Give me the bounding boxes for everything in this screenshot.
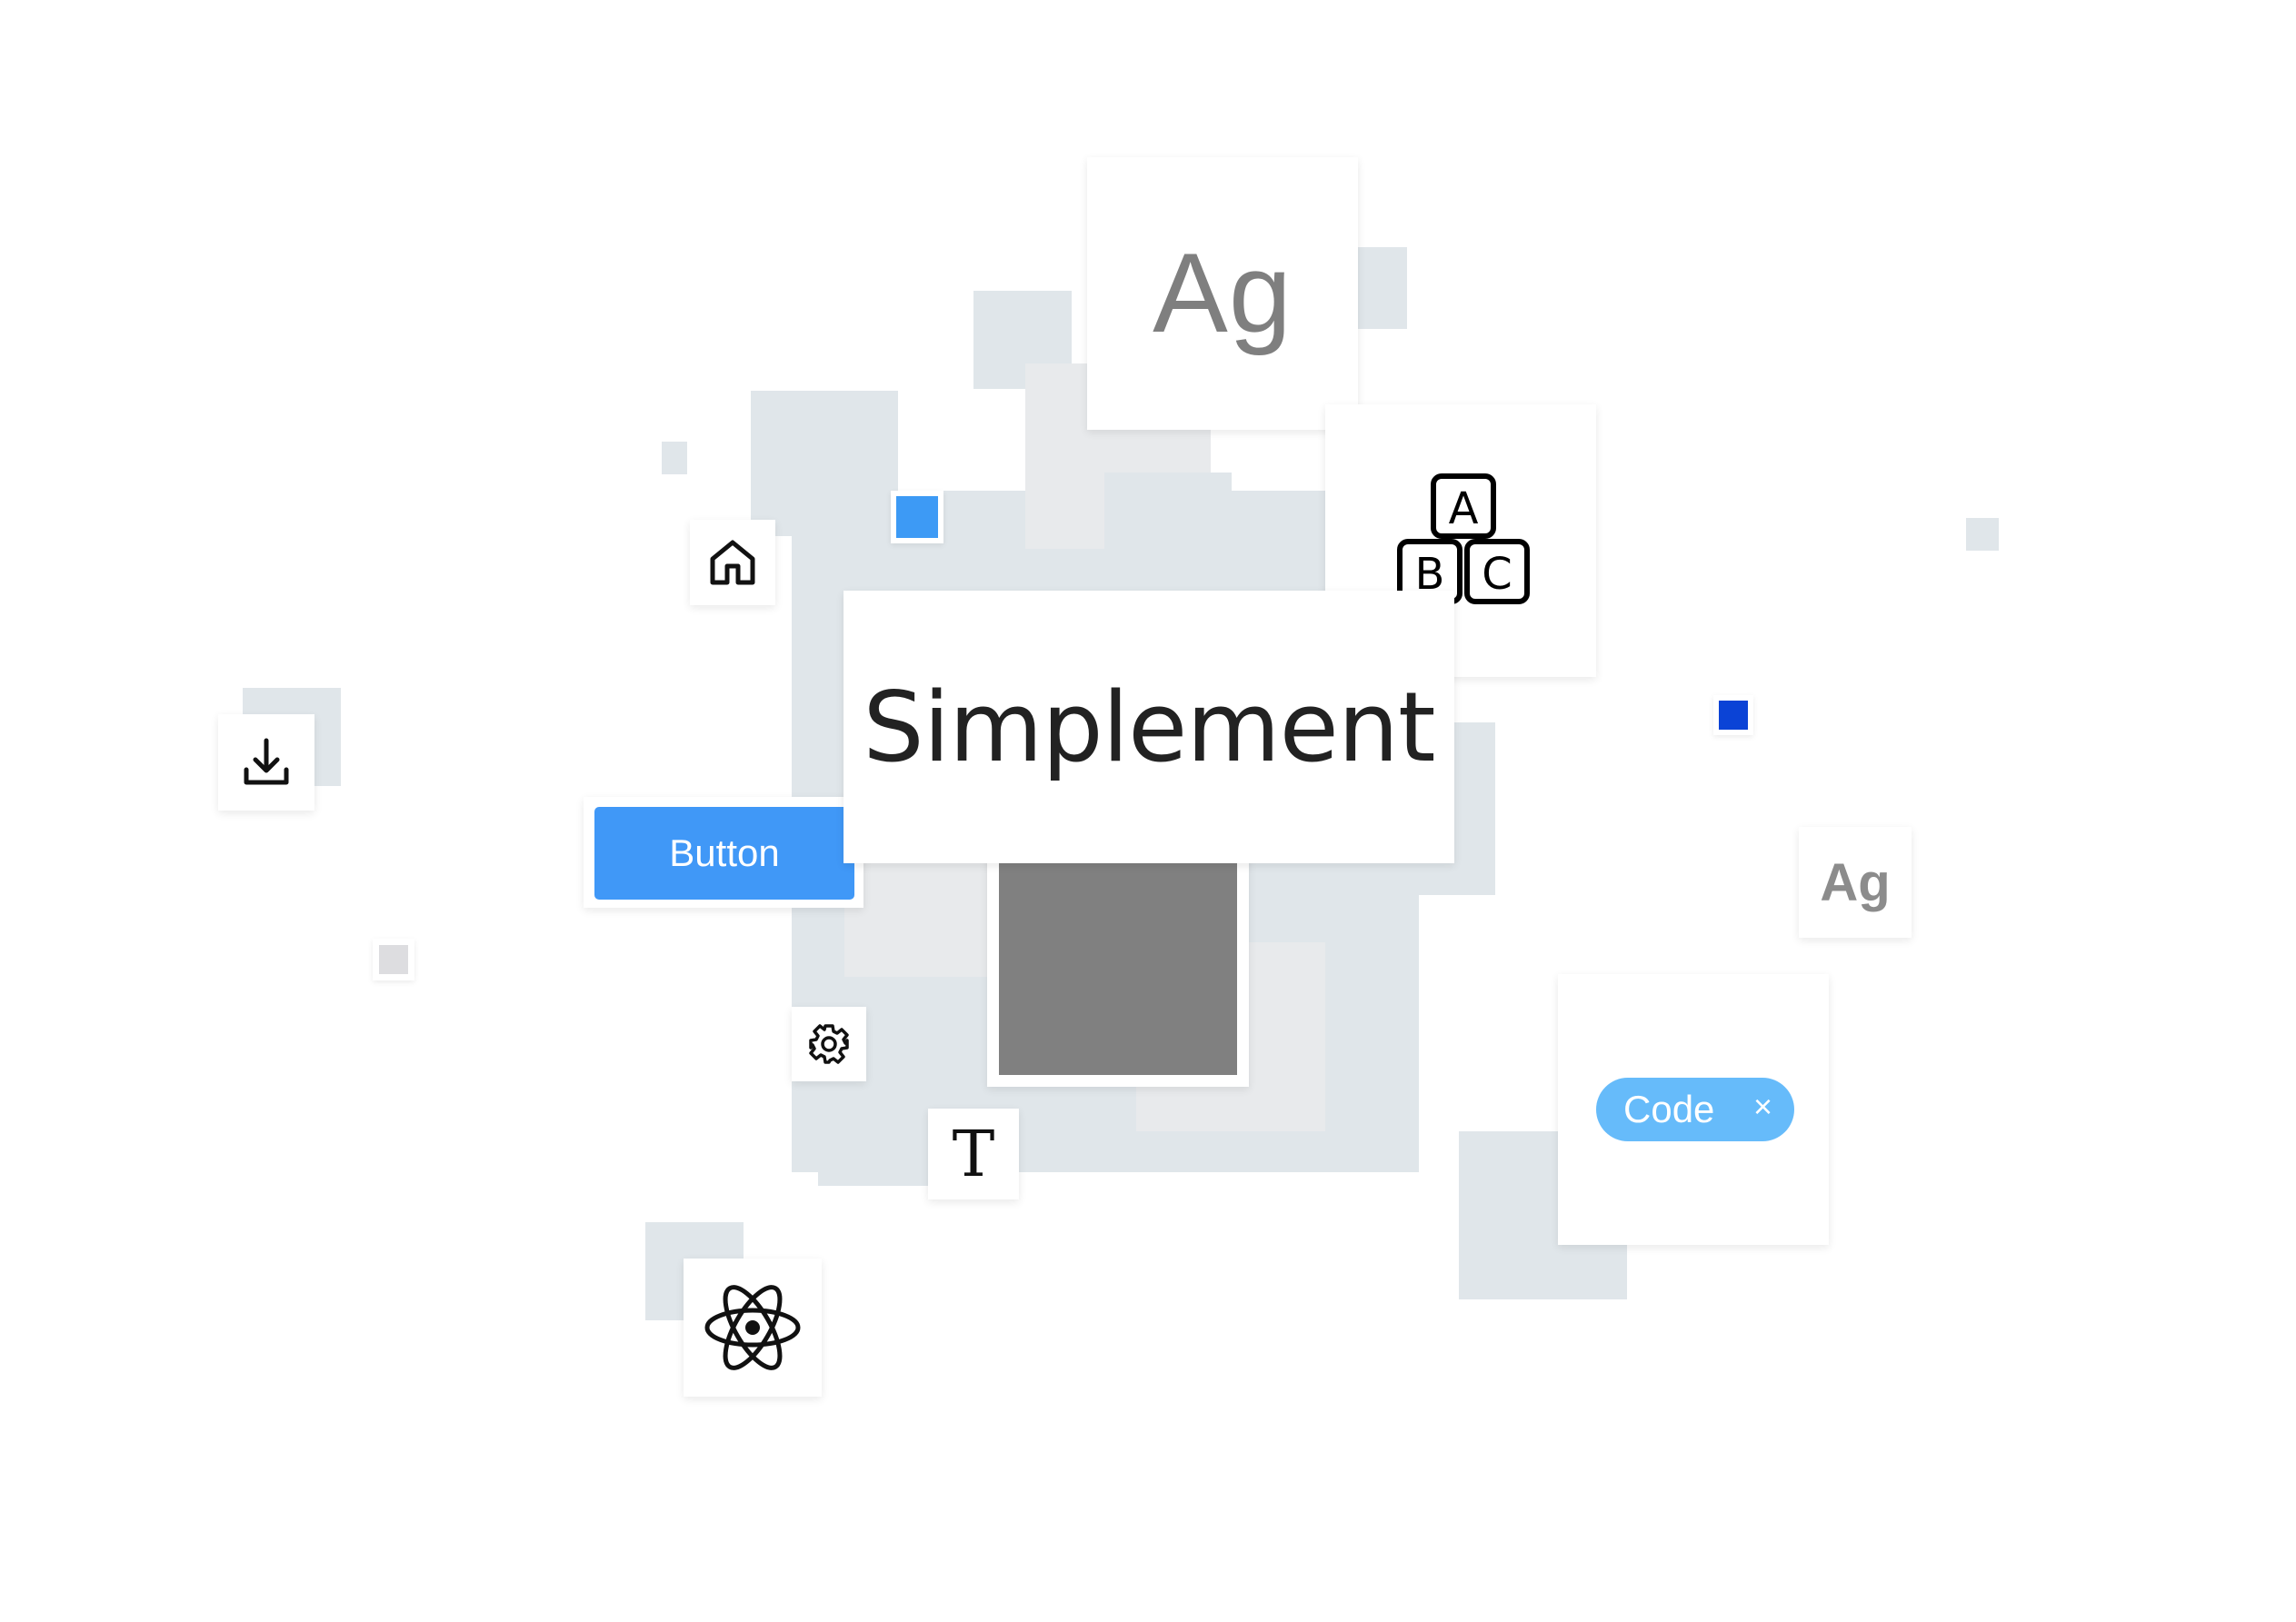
abc-blocks-icon: A B C	[1396, 473, 1532, 609]
atom-card	[684, 1259, 822, 1397]
typography-small-card: Ag	[1799, 827, 1912, 938]
blue-dot-frame	[891, 491, 943, 543]
sample-button[interactable]: Button	[594, 807, 854, 900]
text-icon: T	[952, 1117, 995, 1191]
chip-label: Code	[1623, 1088, 1715, 1130]
atom-icon	[703, 1278, 803, 1378]
text-card: T	[928, 1109, 1019, 1199]
settings-icon[interactable]	[807, 1022, 851, 1066]
title-text: Simplement	[863, 671, 1435, 783]
home-icon	[707, 537, 758, 588]
typography-card: Ag	[1087, 157, 1358, 430]
dark-blue-color-swatch	[1719, 701, 1748, 730]
code-chip[interactable]: Code ×	[1596, 1078, 1794, 1141]
dark-blue-dot-frame	[1713, 695, 1753, 735]
gray-dot-frame	[373, 939, 414, 980]
preview-card	[987, 845, 1249, 1087]
close-icon[interactable]: ×	[1752, 1088, 1772, 1125]
home-card	[690, 520, 775, 605]
typography-sample: Ag	[1153, 231, 1293, 356]
bg-tile	[751, 391, 898, 536]
settings-card	[792, 1007, 866, 1081]
bg-tile	[662, 442, 687, 474]
block-a-letter: A	[1449, 483, 1479, 534]
download-icon	[239, 735, 294, 790]
bg-tile	[1966, 518, 1999, 551]
gray-color-swatch	[379, 945, 408, 974]
typography-small-sample: Ag	[1820, 852, 1891, 912]
blue-color-swatch	[896, 496, 938, 538]
bg-tile	[1104, 473, 1232, 609]
title-card: Simplement	[844, 591, 1454, 863]
gray-preview-swatch	[999, 857, 1237, 1075]
block-c-letter: C	[1482, 549, 1512, 600]
download-card	[218, 714, 314, 811]
